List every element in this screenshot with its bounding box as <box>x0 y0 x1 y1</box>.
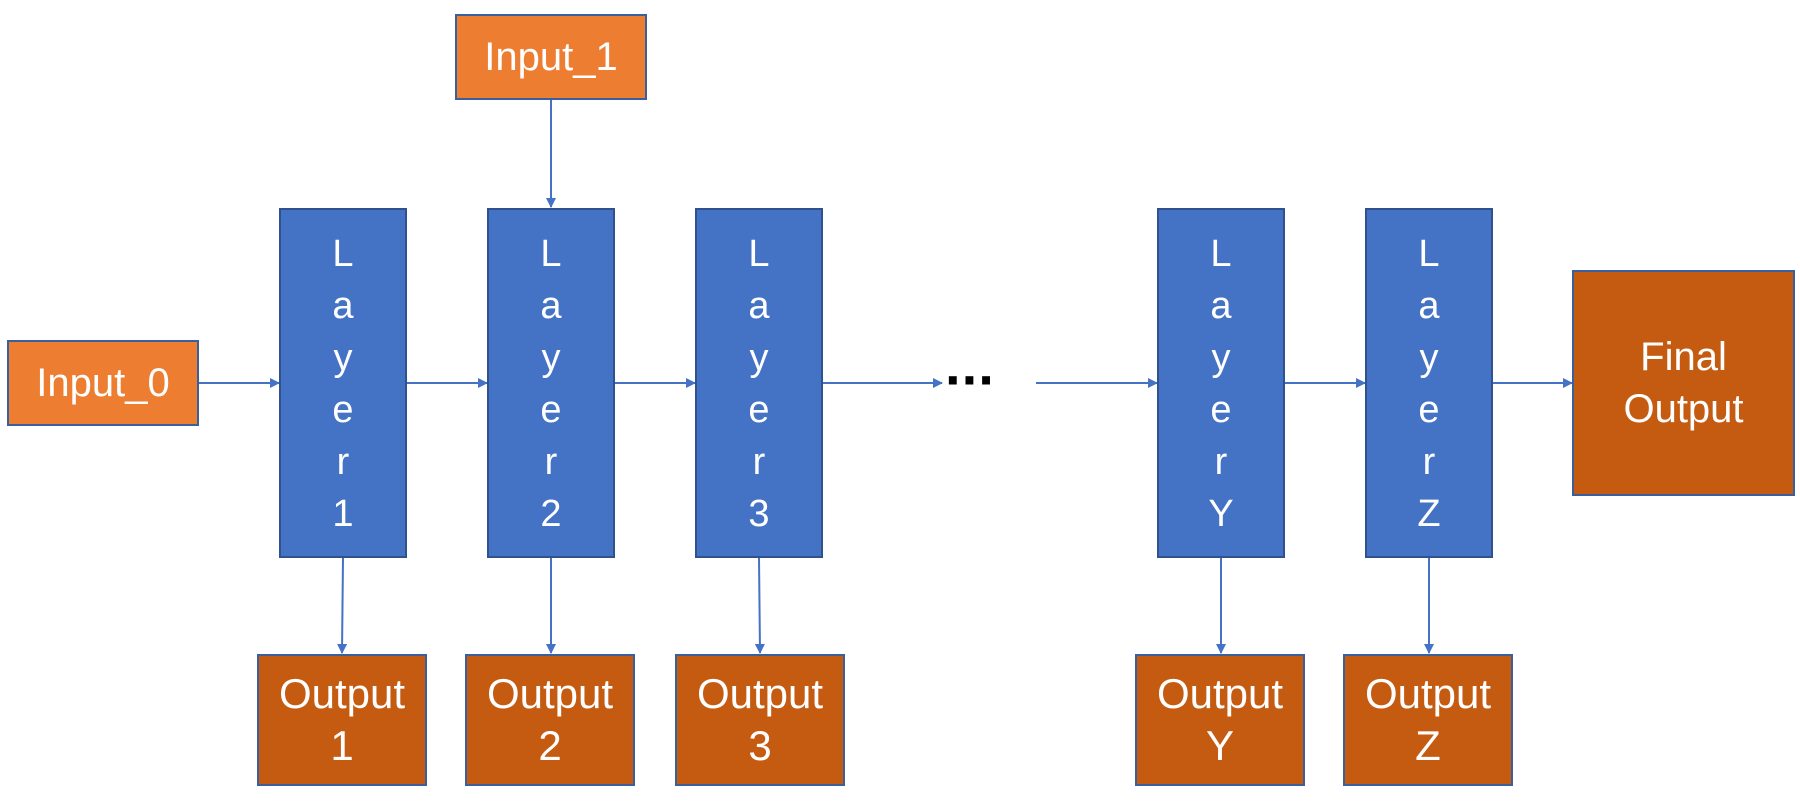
layer-y-char: e <box>1210 389 1232 431</box>
layer-z-char: e <box>1418 389 1440 431</box>
layer-3-char: e <box>748 389 770 431</box>
layer-1-char: y <box>333 337 353 379</box>
output-1-line1: Output <box>278 670 406 717</box>
output-z-box: Output Z <box>1343 654 1513 786</box>
layer-z-char: Z <box>1417 493 1441 535</box>
layer-1-box: L a y e r 1 <box>279 208 407 558</box>
output-y-box: Output Y <box>1135 654 1305 786</box>
output-y-line2: Y <box>1205 722 1234 769</box>
layer-z-char: r <box>1422 441 1436 483</box>
layer-y-char: r <box>1214 441 1228 483</box>
layer-2-char: a <box>540 285 562 327</box>
layer-2-box: L a y e r 2 <box>487 208 615 558</box>
layer-3-char: a <box>748 285 770 327</box>
layer-1-char: L <box>332 233 354 275</box>
input-1-box: Input_1 <box>455 14 647 100</box>
layer-z-char: a <box>1418 285 1440 327</box>
layer-y-char: L <box>1210 233 1232 275</box>
layer-3-char: L <box>748 233 770 275</box>
output-2-line2: 2 <box>538 722 562 769</box>
input-1-label: Input_1 <box>484 34 618 79</box>
arrow-layer3-to-output3 <box>754 557 765 654</box>
layer-y-box: L a y e r Y <box>1157 208 1285 558</box>
output-2-box: Output 2 <box>465 654 635 786</box>
layer-2-char: r <box>544 441 558 483</box>
layer-3-char: 3 <box>748 493 770 535</box>
layer-z-char: L <box>1418 233 1440 275</box>
output-3-line1: Output <box>696 670 824 717</box>
output-3-box: Output 3 <box>675 654 845 786</box>
final-output-line2: Output <box>1623 387 1744 431</box>
output-1-box: Output 1 <box>257 654 427 786</box>
output-3-line2: 3 <box>748 722 772 769</box>
layer-y-char: y <box>1211 337 1231 379</box>
output-1-line2: 1 <box>330 722 354 769</box>
layer-z-char: y <box>1419 337 1439 379</box>
input-0-box: Input_0 <box>7 340 199 426</box>
ellipsis-indicator: ··· <box>945 348 997 411</box>
layer-1-char: a <box>332 285 354 327</box>
output-2-line1: Output <box>486 670 614 717</box>
input-0-label: Input_0 <box>36 360 170 405</box>
layer-1-char: e <box>332 389 354 431</box>
output-y-line1: Output <box>1156 670 1284 717</box>
layer-1-char: r <box>336 441 350 483</box>
layer-2-char: 2 <box>540 493 562 535</box>
layer-3-box: L a y e r 3 <box>695 208 823 558</box>
layer-z-box: L a y e r Z <box>1365 208 1493 558</box>
final-output-box: Final Output <box>1572 270 1795 496</box>
layer-2-char: y <box>541 337 561 379</box>
layer-1-char: 1 <box>332 493 354 535</box>
arrow-layer1-to-output1 <box>337 557 348 654</box>
layer-y-char: Y <box>1208 493 1234 535</box>
final-output-line1: Final <box>1640 335 1727 379</box>
layer-3-char: r <box>752 441 766 483</box>
output-z-line1: Output <box>1364 670 1492 717</box>
layer-2-char: e <box>540 389 562 431</box>
layer-y-char: a <box>1210 285 1232 327</box>
layer-2-char: L <box>540 233 562 275</box>
layer-3-char: y <box>749 337 769 379</box>
output-z-line2: Z <box>1415 722 1441 769</box>
